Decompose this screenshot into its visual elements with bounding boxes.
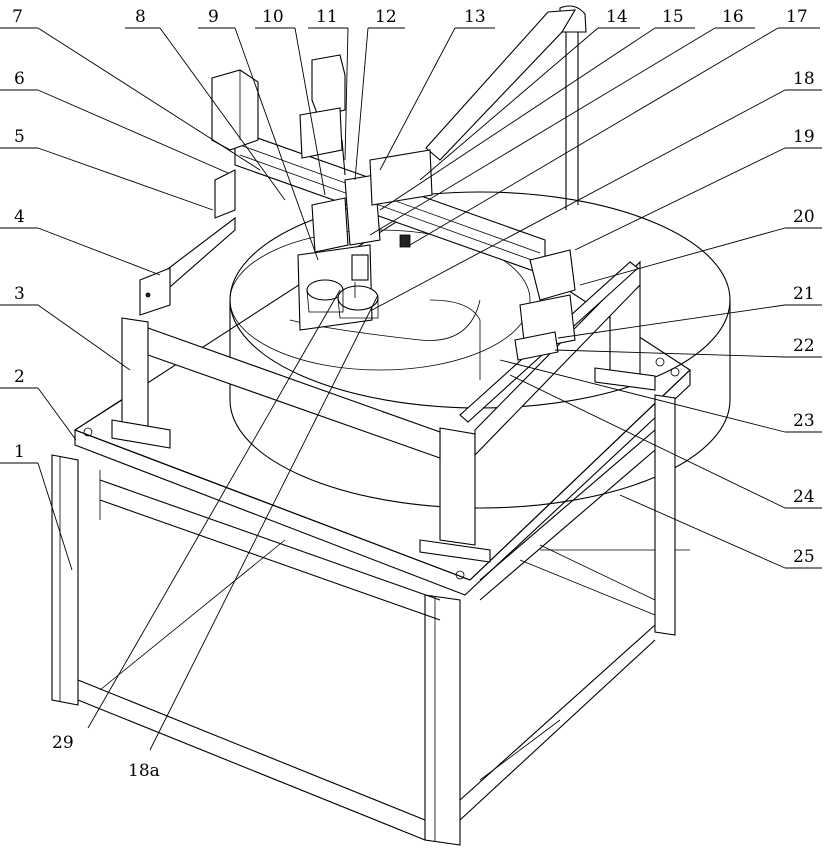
part-label-10: 10 bbox=[262, 7, 284, 27]
part-label-14: 14 bbox=[606, 7, 628, 27]
part-label-19: 19 bbox=[793, 127, 815, 147]
label-group-right: 18 19 20 21 22 23 24 25 bbox=[793, 69, 815, 567]
part-label-7: 7 bbox=[12, 7, 23, 27]
part-label-17: 17 bbox=[786, 7, 808, 27]
label-group-left: 6 5 4 3 2 1 bbox=[14, 69, 25, 462]
part-label-15: 15 bbox=[662, 7, 684, 27]
left-linear-rail bbox=[140, 268, 170, 315]
part-label-22: 22 bbox=[793, 336, 815, 356]
part-label-20: 20 bbox=[793, 207, 815, 227]
part-label-13: 13 bbox=[464, 7, 486, 27]
part-label-2: 2 bbox=[14, 367, 25, 387]
part-label-1: 1 bbox=[14, 442, 25, 462]
part-label-18a: 18a bbox=[128, 761, 160, 781]
part-label-23: 23 bbox=[793, 411, 815, 431]
part-label-4: 4 bbox=[14, 207, 25, 227]
part-label-21: 21 bbox=[793, 284, 815, 304]
part-label-12: 12 bbox=[375, 7, 397, 27]
part-label-29: 29 bbox=[52, 733, 74, 753]
part-label-24: 24 bbox=[793, 487, 815, 507]
part-label-16: 16 bbox=[722, 7, 744, 27]
label-group-bottom: 29 18a bbox=[52, 733, 160, 781]
part-label-9: 9 bbox=[208, 7, 219, 27]
part-label-3: 3 bbox=[14, 284, 25, 304]
part-label-18: 18 bbox=[793, 69, 815, 89]
table-top bbox=[75, 200, 690, 595]
part-label-8: 8 bbox=[135, 7, 146, 27]
part-label-11: 11 bbox=[316, 7, 338, 27]
part-label-5: 5 bbox=[14, 127, 25, 147]
part-label-6: 6 bbox=[14, 69, 25, 89]
label-group-top: 7 8 9 10 11 12 13 14 15 16 17 bbox=[12, 7, 808, 27]
part-label-25: 25 bbox=[793, 547, 815, 567]
